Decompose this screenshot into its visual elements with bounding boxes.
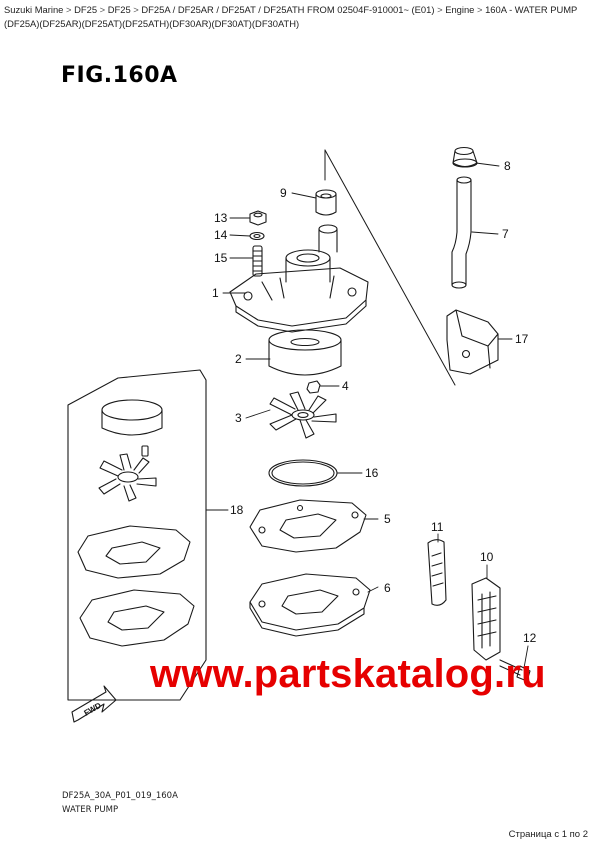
breadcrumb: Suzuki Marine > DF25 > DF25 > DF25A / DF… [4,3,596,17]
pagination-status: Страница с 1 по 2 [508,829,588,840]
applicable-models: (DF25A)(DF25AR)(DF25AT)(DF25ATH)(DF30AR)… [4,18,300,29]
callout-15[interactable]: 15 [214,251,228,265]
callout-1[interactable]: 1 [212,286,219,300]
figure-title: FIG.160A [61,63,178,88]
part-13-nut[interactable] [249,210,267,226]
breadcrumb-item-brand[interactable]: Suzuki Marine [4,4,64,15]
part-9-grommet[interactable] [315,189,337,216]
part-7-water-tube[interactable] [451,176,472,289]
callout-leaders [205,162,529,669]
part-4-key[interactable] [306,380,321,394]
part-5-gasket[interactable] [249,499,367,553]
callout-9[interactable]: 9 [280,186,287,200]
breadcrumb-separator: > [133,4,142,15]
callout-14[interactable]: 14 [214,228,228,242]
callout-5[interactable]: 5 [384,512,391,526]
breadcrumb-item-model[interactable]: DF25 [107,4,131,15]
part-3-impeller[interactable] [269,391,337,439]
callout-11[interactable]: 11 [431,520,444,534]
callout-3[interactable]: 3 [235,411,242,425]
breadcrumb-item-model-group[interactable]: DF25 [74,4,98,15]
part-8-cap[interactable] [452,146,478,168]
callout-8[interactable]: 8 [504,159,511,173]
part-2-liner[interactable] [268,329,342,376]
part-1-pump-case[interactable] [229,224,369,333]
callout-6[interactable]: 6 [384,581,391,595]
part-17-guide[interactable] [446,309,499,375]
part-6-plate[interactable] [249,573,371,637]
breadcrumb-item-section[interactable]: Engine [445,4,475,15]
callout-7[interactable]: 7 [502,227,509,241]
part-16-o-ring[interactable] [268,459,338,487]
callout-4[interactable]: 4 [342,379,349,393]
callout-10[interactable]: 10 [480,550,494,564]
breadcrumb-separator: > [66,4,75,15]
callout-2[interactable]: 2 [235,352,242,366]
breadcrumb-current: 160A - WATER PUMP [485,4,578,15]
callout-17[interactable]: 17 [515,332,529,346]
part-14-stud-bolt[interactable] [252,245,263,277]
callout-13[interactable]: 13 [214,211,228,225]
part-10-screen[interactable] [471,577,501,661]
breadcrumb-item-variant[interactable]: DF25A / DF25AR / DF25AT / DF25ATH FROM 0… [141,4,435,15]
drawing-name: WATER PUMP [62,805,119,815]
callout-18[interactable]: 18 [230,503,244,517]
part-12-screw[interactable] [499,659,531,682]
part-15-washer[interactable] [249,231,265,241]
assembly-guide-line [324,149,456,386]
breadcrumb-separator: > [99,4,108,15]
part-18-repair-kit[interactable] [67,369,207,701]
fwd-arrow-icon [71,685,117,723]
drawing-code: DF25A_30A_P01_019_160A [62,791,178,801]
part-11-grommet[interactable] [427,539,447,606]
fwd-label: FWD [83,701,103,718]
breadcrumb-separator: > [437,4,446,15]
callout-16[interactable]: 16 [365,466,379,480]
breadcrumb-separator: > [477,4,486,15]
callout-12[interactable]: 12 [523,631,537,645]
watermark-link[interactable]: www.partskatalog.ru [150,652,546,696]
